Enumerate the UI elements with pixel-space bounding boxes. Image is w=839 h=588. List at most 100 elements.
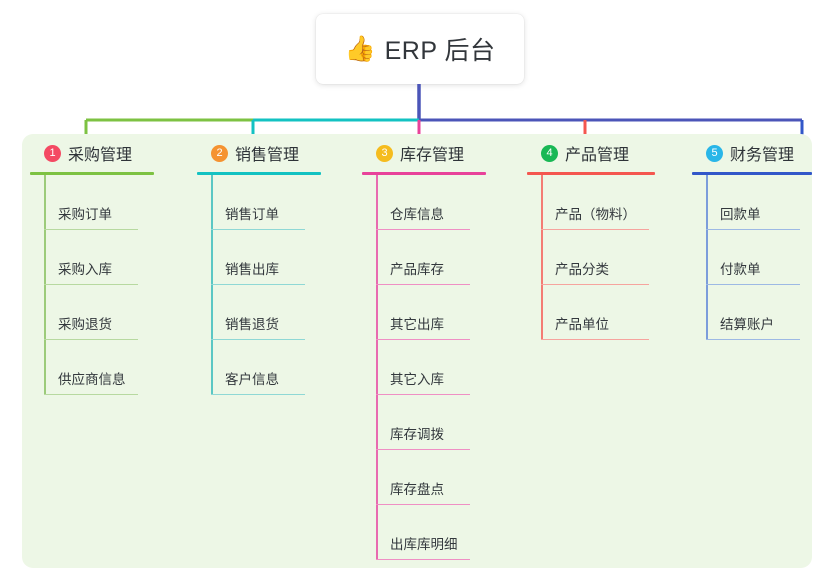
branch-item-label: 回款单 bbox=[720, 207, 761, 222]
branch-item-rule bbox=[211, 338, 305, 340]
branch-spine bbox=[44, 175, 46, 395]
branch-item-rule bbox=[376, 393, 470, 395]
branch-title: 财务管理 bbox=[730, 147, 795, 164]
branch-badge-icon: 5 bbox=[706, 144, 723, 162]
root-node[interactable]: 👍 ERP 后台 bbox=[316, 14, 524, 84]
branch-item-label: 产品库存 bbox=[390, 262, 444, 277]
branch-item-label: 其它入库 bbox=[390, 372, 444, 387]
branch-item-rule bbox=[211, 283, 305, 285]
branch-item-label: 库存调拨 bbox=[390, 427, 444, 442]
branch-header-5[interactable]: 5 财务管理 bbox=[692, 138, 812, 168]
branch-item-rule bbox=[376, 338, 470, 340]
branch-item-list: 仓库信息产品库存其它出库其它入库库存调拨库存盘点出库库明细 bbox=[362, 175, 486, 560]
branch-item[interactable]: 销售出库 bbox=[197, 230, 321, 285]
branch-item[interactable]: 产品分类 bbox=[527, 230, 655, 285]
branch-item-rule bbox=[44, 228, 138, 230]
branch-item[interactable]: 产品单位 bbox=[527, 285, 655, 340]
branch-item-rule bbox=[706, 228, 800, 230]
thumbs-up-icon: 👍 bbox=[344, 34, 376, 63]
branch-item[interactable]: 采购退货 bbox=[30, 285, 154, 340]
branch-item-rule bbox=[706, 338, 800, 340]
branch-header-rule bbox=[527, 172, 655, 175]
branch-item-label: 库存盘点 bbox=[390, 482, 444, 497]
branch-item[interactable]: 其它入库 bbox=[362, 340, 486, 395]
branch-item-rule bbox=[376, 503, 470, 505]
branch-item-rule bbox=[376, 448, 470, 450]
branch-item[interactable]: 仓库信息 bbox=[362, 175, 486, 230]
branch-item-label: 采购入库 bbox=[58, 262, 112, 277]
branch-item-label: 销售订单 bbox=[225, 207, 279, 222]
branch-header-rule bbox=[692, 172, 812, 175]
branch-item[interactable]: 供应商信息 bbox=[30, 340, 154, 395]
branch-item[interactable]: 销售订单 bbox=[197, 175, 321, 230]
branch-title: 采购管理 bbox=[68, 147, 133, 164]
branch-badge-icon: 2 bbox=[211, 144, 228, 162]
branch-item[interactable]: 结算账户 bbox=[692, 285, 812, 340]
branch-item[interactable]: 回款单 bbox=[692, 175, 812, 230]
branch-item-label: 客户信息 bbox=[225, 372, 279, 387]
branches-panel bbox=[22, 134, 812, 568]
branch-column-5: 5 财务管理回款单付款单结算账户 bbox=[692, 138, 812, 340]
branch-title: 库存管理 bbox=[400, 147, 465, 164]
branch-item[interactable]: 产品库存 bbox=[362, 230, 486, 285]
branch-item-label: 供应商信息 bbox=[58, 372, 126, 387]
branch-item-label: 采购退货 bbox=[58, 317, 112, 332]
branch-item[interactable]: 产品（物料） bbox=[527, 175, 655, 230]
branch-item-rule bbox=[44, 283, 138, 285]
branch-item-rule bbox=[211, 393, 305, 395]
branch-item-rule bbox=[376, 558, 470, 560]
branch-item-label: 其它出库 bbox=[390, 317, 444, 332]
branch-item-rule bbox=[376, 228, 470, 230]
branch-header-2[interactable]: 2 销售管理 bbox=[197, 138, 321, 168]
branch-header-4[interactable]: 4 产品管理 bbox=[527, 138, 655, 168]
branch-column-4: 4 产品管理产品（物料） 产品分类产品单位 bbox=[527, 138, 655, 340]
branch-item-rule bbox=[706, 283, 800, 285]
branch-item-list: 产品（物料） 产品分类产品单位 bbox=[527, 175, 655, 340]
branch-item-label: 产品分类 bbox=[555, 262, 609, 277]
branch-header-3[interactable]: 3 库存管理 bbox=[362, 138, 486, 168]
branch-header-rule bbox=[30, 172, 154, 175]
branch-header-rule bbox=[362, 172, 486, 175]
branch-item-label: 结算账户 bbox=[720, 317, 774, 332]
branch-item-rule bbox=[541, 228, 649, 230]
branch-item[interactable]: 采购入库 bbox=[30, 230, 154, 285]
branch-item-label: 付款单 bbox=[720, 262, 761, 277]
branch-item[interactable]: 付款单 bbox=[692, 230, 812, 285]
branch-item-rule bbox=[541, 338, 649, 340]
branch-spine bbox=[706, 175, 708, 340]
branch-item-label: 产品单位 bbox=[555, 317, 609, 332]
branch-column-2: 2 销售管理销售订单销售出库销售退货客户信息 bbox=[197, 138, 321, 395]
branch-item-list: 回款单付款单结算账户 bbox=[692, 175, 812, 340]
branch-column-1: 1 采购管理采购订单采购入库采购退货供应商信息 bbox=[30, 138, 154, 395]
branch-spine bbox=[376, 175, 378, 560]
branch-item-label: 仓库信息 bbox=[390, 207, 444, 222]
branch-title: 产品管理 bbox=[565, 147, 630, 164]
branch-column-3: 3 库存管理仓库信息产品库存其它出库其它入库库存调拨库存盘点出库库明细 bbox=[362, 138, 486, 560]
branch-item-rule bbox=[211, 228, 305, 230]
branch-item-label: 出库库明细 bbox=[390, 537, 458, 552]
branch-item-rule bbox=[541, 283, 649, 285]
branch-badge-icon: 4 bbox=[541, 144, 558, 162]
branch-spine bbox=[211, 175, 213, 395]
branch-item[interactable]: 其它出库 bbox=[362, 285, 486, 340]
branch-item-label: 销售退货 bbox=[225, 317, 279, 332]
branch-header-1[interactable]: 1 采购管理 bbox=[30, 138, 154, 168]
branch-item-rule bbox=[44, 338, 138, 340]
branch-header-rule bbox=[197, 172, 321, 175]
branch-item[interactable]: 采购订单 bbox=[30, 175, 154, 230]
branch-item-rule bbox=[44, 393, 138, 395]
branch-badge-icon: 1 bbox=[44, 144, 61, 162]
branch-item-label: 销售出库 bbox=[225, 262, 279, 277]
branch-item-rule bbox=[376, 283, 470, 285]
branch-item[interactable]: 销售退货 bbox=[197, 285, 321, 340]
branch-item[interactable]: 库存盘点 bbox=[362, 450, 486, 505]
branch-item[interactable]: 客户信息 bbox=[197, 340, 321, 395]
branch-title: 销售管理 bbox=[235, 147, 300, 164]
branch-item[interactable]: 出库库明细 bbox=[362, 505, 486, 560]
branch-badge-icon: 3 bbox=[376, 144, 393, 162]
root-node-label: ERP 后台 bbox=[384, 37, 496, 65]
branch-item-label: 采购订单 bbox=[58, 207, 112, 222]
branch-item[interactable]: 库存调拨 bbox=[362, 395, 486, 450]
branch-item-list: 销售订单销售出库销售退货客户信息 bbox=[197, 175, 321, 395]
